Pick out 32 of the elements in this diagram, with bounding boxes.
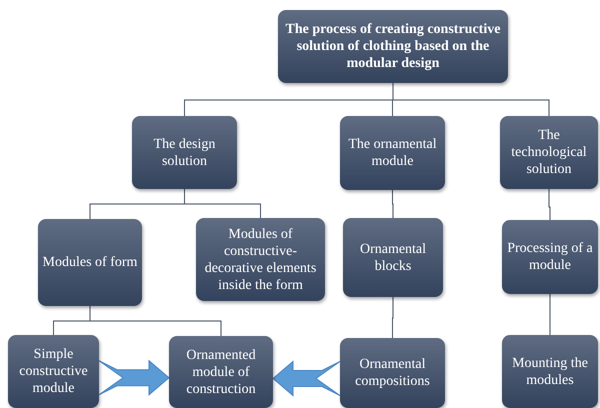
box-label: Simple constructive module [18,346,89,397]
box-label: Ornamental blocks [358,240,428,274]
connector-line [392,296,394,338]
box-label: The design solution [152,136,216,170]
process-box [502,220,598,294]
process-box [343,218,443,297]
block-arrow [98,360,170,396]
box-label: Processing of a module [506,240,594,274]
box-label: The process of creating constructive solution of clothing based on the modular design [284,21,502,72]
box-label: Mounting the modules [511,354,589,388]
process-box [132,116,237,189]
connector-line [392,190,394,218]
process-box [340,338,445,408]
box-label: Ornamental compositions [354,356,431,390]
process-box [502,335,598,408]
box-label: The technological solution [510,127,588,178]
process-box [196,218,325,301]
connector-line [392,82,550,116]
box-label: The ornamental module [347,136,438,170]
process-box [8,335,99,408]
block-arrow [272,360,340,397]
box-label: Modules of constructive-decorative elements inside the form [204,226,318,294]
connector-line [184,188,261,218]
box-label: Ornamented module of construction [185,346,257,398]
process-box [340,116,445,190]
process-box [38,219,142,306]
process-box [500,116,598,189]
process-box [278,10,508,83]
connector-line [548,188,550,220]
box-label: Modules of form [42,254,138,271]
process-box [169,336,273,408]
connector-line [90,306,222,336]
